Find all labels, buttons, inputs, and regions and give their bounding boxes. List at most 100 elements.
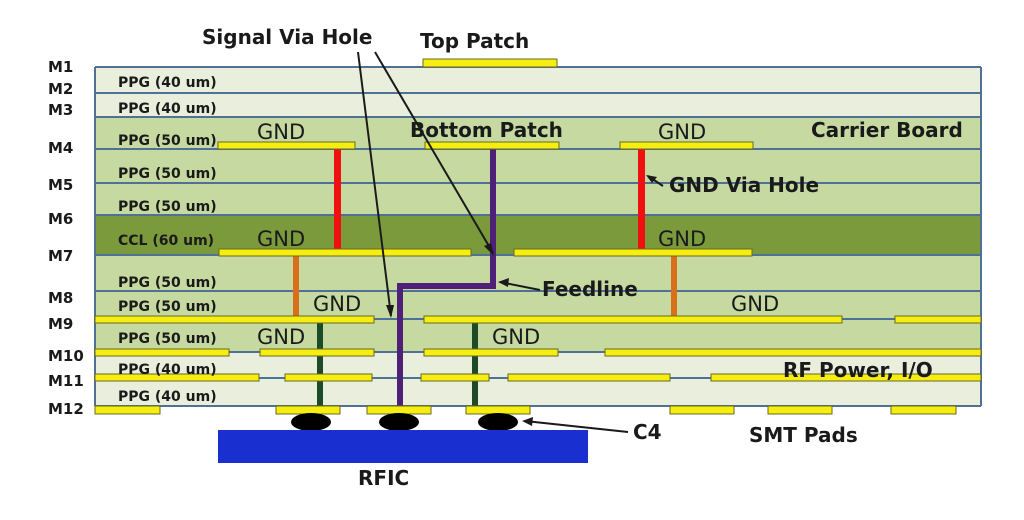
signal-via-arrow [374,51,494,254]
gnd-via-dark [317,322,323,408]
arrow-heads [386,175,657,426]
signal-via-hole-label: Signal Via Hole [202,25,372,49]
arrow-head [646,175,657,183]
layer-ppg-m9-m10 [95,319,981,352]
metal-label: M9 [48,315,73,333]
layer-ppg-m1-m2 [95,67,981,93]
gnd-plane-m9 [894,315,982,324]
gnd-plane-m9 [423,315,843,324]
arrow-head [522,417,533,426]
gnd-label: GND [492,325,540,349]
dielectric-labels: PPG (40 um) PPG (40 um) PPG (50 um) PPG … [118,75,217,405]
gnd-via-red [334,149,341,250]
c4-bump [291,413,331,431]
c4-arrow [524,420,629,433]
bottom-patch-label: Bottom Patch [410,118,563,142]
gnd-label: GND [257,325,305,349]
trace-m11 [420,373,490,382]
feedline-label: Feedline [542,277,638,301]
rf-power-io-label: RF Power, I/O [783,358,933,382]
c4-pad [465,405,531,415]
gnd-via-red [638,149,645,250]
trace-m10 [604,348,982,357]
gnd-plane-m4 [619,141,754,150]
metal-label: M11 [48,372,84,390]
arrow-head [484,243,494,256]
metal-label: M12 [48,400,84,418]
dielectric-label: PPG (40 um) [118,101,217,117]
gnd-vias [293,149,677,408]
metal-label: M5 [48,176,73,194]
metal-label: M8 [48,289,73,307]
smt-pad [94,405,161,415]
trace-m10 [259,348,375,357]
copper-traces [94,58,982,415]
smt-pad [767,405,833,415]
gnd-plane-m9 [94,315,375,324]
trace-m10 [423,348,559,357]
dielectric-label: PPG (40 um) [118,75,217,91]
gnd-label: GND [257,120,305,144]
gnd-label: GND [658,120,706,144]
dielectric-label: PPG (50 um) [118,275,217,291]
c4-label: C4 [633,420,662,444]
metal-label: M3 [48,101,73,119]
metal-label: M2 [48,80,73,98]
c4-bump [478,413,518,431]
c4-pad [366,405,432,415]
smt-pad [890,405,957,415]
top-patch-label: Top Patch [420,29,529,53]
trace-m10 [94,348,230,357]
gnd-label: GND [731,292,779,316]
gnd-labels: GND GND GND GND GND GND GND GND [257,120,779,349]
metal-label: M1 [48,58,73,76]
rfic-chip [218,430,588,463]
rfic-label: RFIC [358,466,409,490]
bottom-patch [424,141,560,150]
layer-ccl-m6-m7 [95,215,981,255]
arrow-head [498,278,509,287]
smt-pads-label: SMT Pads [749,423,858,447]
signal-feedline [397,149,496,408]
metal-label: M7 [48,247,73,265]
layer-ppg-m4-m5 [95,149,981,183]
gnd-label: GND [658,227,706,251]
gnd-plane-m4 [217,141,356,150]
layer-ppg-m7-m8 [95,255,981,291]
layer-ppg-m5-m6 [95,183,981,215]
c4-bumps [291,413,518,431]
metal-label: M4 [48,139,73,157]
metal-labels: M1 M2 M3 M4 M5 M6 M7 M8 M9 M10 M11 M12 [48,58,84,418]
gnd-via-orange [671,256,677,316]
signal-via-arrow [357,51,392,317]
metal-label: M10 [48,347,84,365]
top-patch [422,58,558,68]
trace-m11 [507,373,671,382]
dielectric-label: PPG (40 um) [118,389,217,405]
layer-ppg-m8-m9 [95,291,981,319]
gnd-via-orange [293,256,299,316]
dielectric-label: PPG (50 um) [118,299,217,315]
layer-ppg-m2-m3 [95,93,981,117]
carrier-board-label: Carrier Board [811,118,963,142]
dielectric-label: PPG (50 um) [118,199,217,215]
dielectric-label: PPG (50 um) [118,133,217,149]
gnd-via-dark [472,322,478,408]
callout-labels: Signal Via Hole Top Patch Bottom Patch C… [202,25,963,490]
dielectric-label: PPG (50 um) [118,331,217,347]
arrow-head [386,305,394,318]
dielectric-label: CCL (60 um) [118,233,214,249]
smt-pad [669,405,735,415]
dielectric-label: PPG (50 um) [118,166,217,182]
trace-m11 [710,373,982,382]
gnd-plane-m7 [513,248,753,257]
c4-pad [275,405,341,415]
gnd-label: GND [313,292,361,316]
gnd-plane-m7 [218,248,472,257]
metal-label: M6 [48,210,73,228]
layer-ppg-m11-m12 [95,378,981,406]
trace-m11 [94,373,260,382]
gnd-via-hole-label: GND Via Hole [669,173,819,197]
dielectric-label: PPG (40 um) [118,362,217,378]
